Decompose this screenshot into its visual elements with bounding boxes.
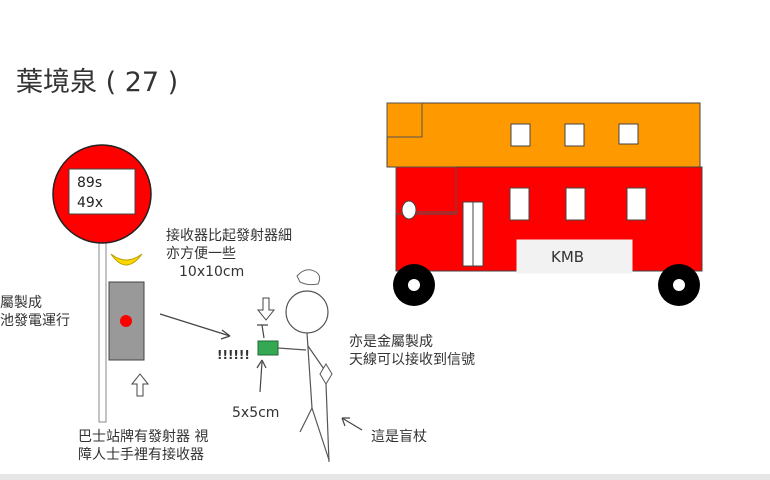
moon-icon (110, 253, 143, 266)
receiver-note-line-2: 亦方便一些 (166, 246, 236, 262)
figure-hair (296, 269, 321, 286)
down-arrow-icon (256, 297, 276, 321)
bus-roof-panel (386, 102, 423, 138)
bus-front-panel (395, 166, 457, 215)
receiver-note-line-1: 接收器比起發射器細 (166, 228, 292, 244)
bottom-note-line-2: 障人士手裡有接收器 (78, 447, 204, 463)
page-title: 葉境泉 ( 27 ) (16, 67, 179, 98)
receiver-antenna (257, 324, 268, 339)
cane-arrow (341, 417, 363, 431)
antenna-note-line-1: 亦是金屬製成 (349, 334, 433, 350)
left-note-line-2: 池發電運行 (0, 313, 70, 329)
bottom-scroll-bar (0, 474, 770, 480)
bus-lower-window-3 (626, 187, 647, 221)
size-arrow (259, 361, 263, 393)
size-arrow-head (256, 359, 267, 369)
bus-upper-window-3 (618, 123, 639, 145)
bus-lower-window-2 (565, 187, 586, 221)
receiver-size-label: 10x10cm (179, 264, 245, 280)
figure-arm-right (307, 345, 327, 373)
bus-lower-window-1 (509, 187, 530, 221)
cane-arrow-head (341, 417, 350, 427)
route-number-2: 49x (77, 195, 103, 211)
signal-arrow-head (220, 329, 231, 340)
receiver-device (257, 340, 279, 356)
small-size-label: 5x5cm (232, 405, 280, 421)
bus-wheel-rear-hub (673, 279, 685, 291)
bus-upper-deck (386, 102, 701, 168)
signal-arrow (159, 313, 231, 337)
bus-headlight (401, 200, 417, 220)
transmitter-led (120, 315, 132, 327)
figure-leg-right (311, 407, 330, 461)
cane-shaft (325, 383, 330, 463)
bus-plate: KMB (551, 248, 584, 266)
antenna-note-line-2: 天線可以接收到信號 (349, 352, 475, 368)
figure-head (285, 290, 329, 334)
route-number-1: 89s (77, 175, 102, 191)
bus-stop-pole (98, 225, 107, 423)
bus-plate-panel (516, 239, 633, 274)
left-note-line-1: 屬製成 (0, 295, 42, 311)
bus-upper-window-1 (510, 123, 531, 147)
signal-marks: !!!!!! (217, 348, 250, 362)
figure-body (306, 332, 313, 409)
cane-handle (319, 363, 333, 385)
figure-arm-left (277, 347, 307, 351)
bus-upper-window-2 (564, 123, 585, 147)
up-arrow-icon (130, 373, 150, 397)
route-panel (68, 168, 136, 215)
bottom-note-line-1: 巴士站牌有發射器 視 (78, 429, 209, 445)
cane-note: 這是盲杖 (371, 429, 427, 445)
figure-leg-left (299, 407, 313, 433)
bus-wheel-front-hub (408, 279, 420, 291)
